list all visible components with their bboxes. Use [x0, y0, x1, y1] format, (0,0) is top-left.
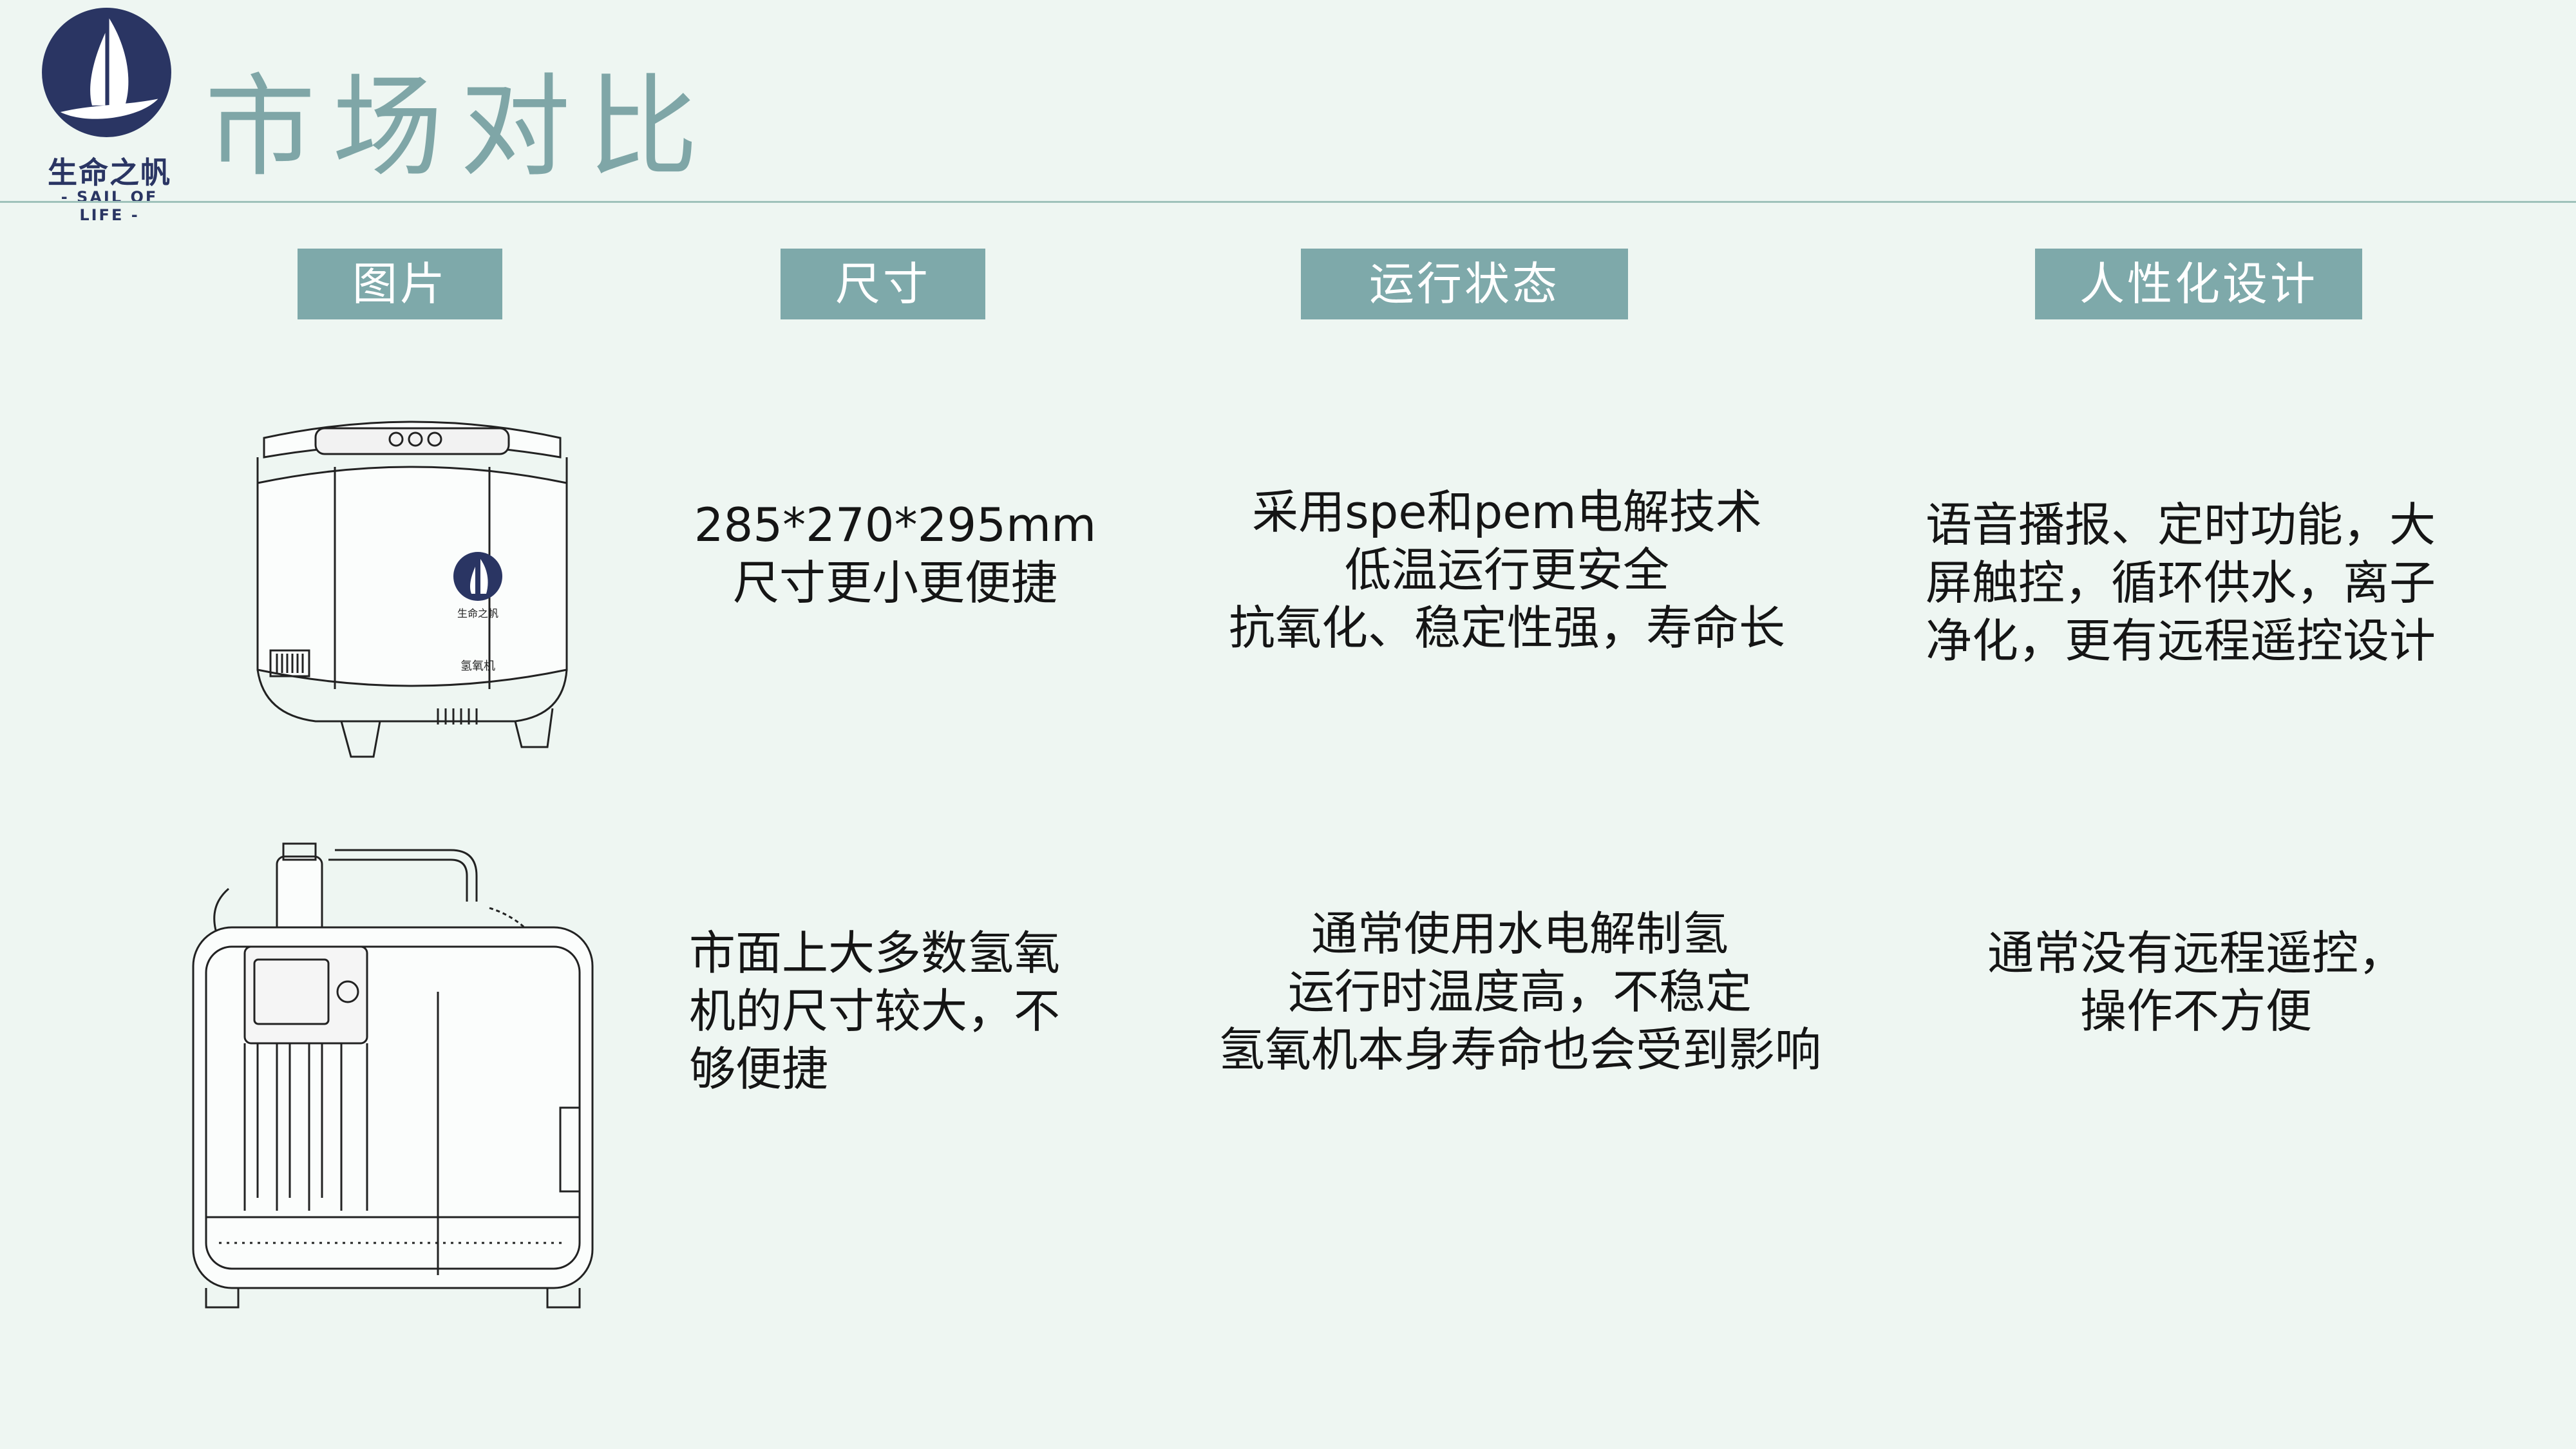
status-row-2-line-3: 氢氧机本身寿命也会受到影响 [1218, 1023, 1821, 1077]
size-row-2-line-2: 机的尺寸较大，不 [689, 984, 1061, 1038]
design-row-1-line-1: 语音播报、定时功能，大 [1926, 498, 2436, 552]
status-row-1-line-1: 采用spe和pem电解技术 [1252, 485, 1762, 539]
device-type-label: 氢氧机 [460, 659, 495, 673]
size-row-1: 285*270*295mm 尺寸更小更便捷 [676, 496, 1114, 612]
design-row-1-line-2: 屏触控，循环供水，离子 [1926, 556, 2436, 610]
design-row-1-line-3: 净化，更有远程遥控设计 [1926, 614, 2436, 668]
device-brand-label: 生命之帆 [457, 607, 498, 620]
sailboat-logo-icon [42, 8, 171, 137]
brand-logo: 生命之帆 - SAIL OF LIFE - [35, 6, 184, 224]
compact-hydrogen-machine-image: 生命之帆 氢氧机 [256, 421, 568, 758]
design-row-2: 通常没有远程遥控， 操作不方便 [1919, 924, 2473, 1040]
status-row-1: 采用spe和pem电解技术 低温运行更安全 抗氧化、稳定性强，寿命长 [1153, 483, 1861, 657]
size-row-2-line-3: 够便捷 [689, 1042, 829, 1096]
column-header-status: 运行状态 [1301, 249, 1628, 319]
header-divider [0, 201, 2576, 203]
size-row-2: 市面上大多数氢氧 机的尺寸较大，不 够便捷 [689, 924, 1114, 1098]
column-header-size: 尺寸 [781, 249, 985, 319]
size-row-1-line-1: 285*270*295mm [694, 498, 1097, 552]
design-row-2-line-2: 操作不方便 [2079, 984, 2312, 1038]
column-header-design: 人性化设计 [2035, 249, 2362, 319]
status-row-2-line-1: 通常使用水电解制氢 [1311, 907, 1728, 961]
design-row-2-line-1: 通常没有远程遥控， [1987, 926, 2405, 980]
page-title: 市场对比 [205, 62, 715, 192]
design-row-1: 语音播报、定时功能，大 屏触控，循环供水，离子 净化，更有远程遥控设计 [1926, 496, 2505, 670]
status-row-1-line-2: 低温运行更安全 [1344, 543, 1669, 597]
large-hydrogen-machine-image [192, 842, 594, 1309]
brand-name-cn: 生命之帆 [48, 155, 171, 190]
size-row-2-line-1: 市面上大多数氢氧 [689, 926, 1061, 980]
status-row-2-line-2: 运行时温度高，不稳定 [1287, 965, 1752, 1019]
status-row-1-line-3: 抗氧化、稳定性强，寿命长 [1228, 601, 1785, 655]
status-row-2: 通常使用水电解制氢 运行时温度高，不稳定 氢氧机本身寿命也会受到影响 [1159, 905, 1880, 1079]
size-row-1-line-2: 尺寸更小更便捷 [732, 556, 1057, 610]
column-header-image: 图片 [298, 249, 502, 319]
brand-name-en: - SAIL OF LIFE - [61, 188, 158, 224]
